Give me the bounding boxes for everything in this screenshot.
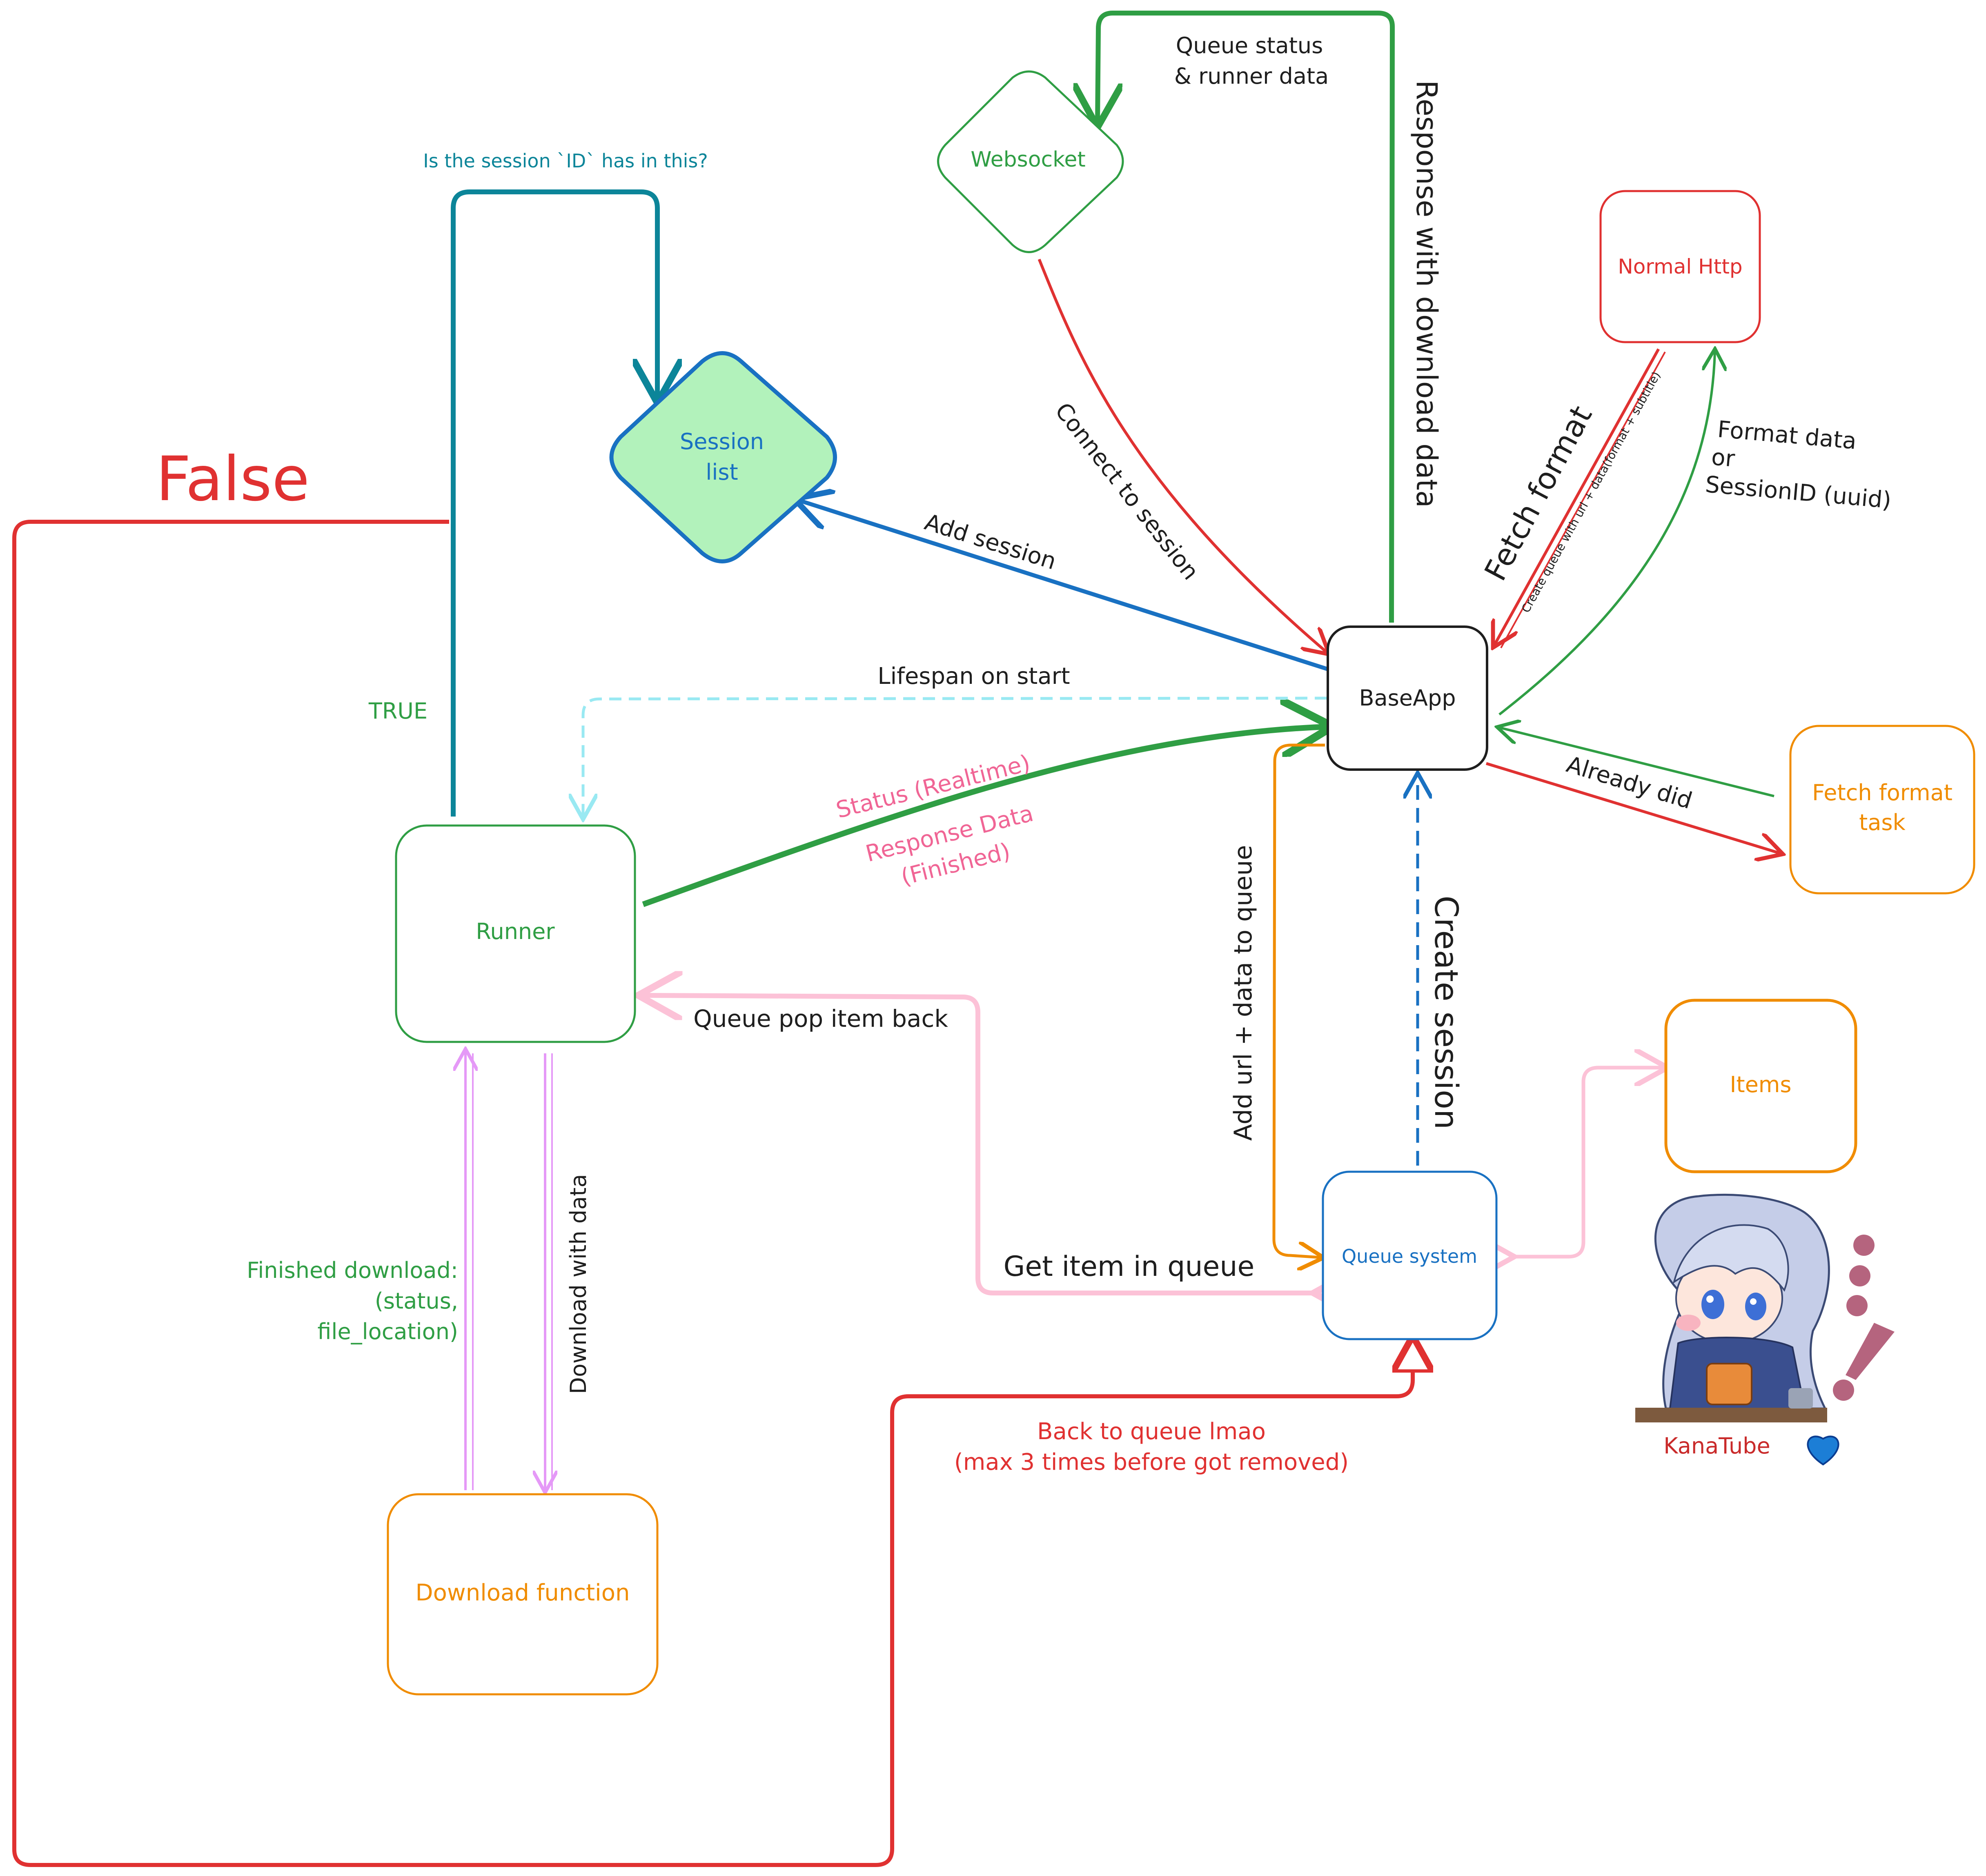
create-session-label: Create session [1427,896,1464,1130]
queue-system-label: Queue system [1342,1245,1477,1267]
queue-status-line1: Queue status [1176,33,1323,58]
baseapp-label: BaseApp [1359,685,1456,711]
back-to-queue-line2: (max 3 times before got removed) [954,1449,1349,1475]
add-url-label: Add url + data to queue [1229,845,1258,1141]
lifespan-label: Lifespan on start [877,663,1070,690]
fetch-format-arrow [1494,348,1660,645]
fetch-task-return-arrow [1499,728,1774,797]
format-data-line3: SessionID (uuid) [1704,471,1892,514]
response-download-label: Response with download data [1410,80,1443,508]
add-to-queue-arrow [1272,743,1325,1257]
finished-download-line2: (status, [375,1288,458,1314]
finished-download-line3: file_location) [317,1319,458,1344]
already-did-arrow [1485,762,1780,853]
fetch-format-arrow-shadow [1500,352,1666,648]
items-link-arrow [1511,1068,1664,1257]
true-label: TRUE [368,698,427,724]
blue-heart-icon [1807,1435,1839,1466]
websocket-node [937,70,1124,253]
back-to-queue-line1: Back to queue lmao [1037,1418,1266,1445]
fetch-format-task-node [1789,725,1975,895]
false-label: False [156,444,310,515]
baseapp-node [1327,625,1488,771]
mascot-illustration [1635,1193,1830,1422]
response-download-arrow [1098,11,1395,623]
get-item-label: Get item in queue [1004,1251,1255,1283]
queue-status-line2: & runner data [1174,63,1329,89]
download-function-node [387,1493,659,1696]
kanatube-label: KanaTube [1663,1433,1770,1459]
queue-system-node [1322,1171,1498,1340]
finished-download-line1: Finished download: [247,1257,458,1283]
is-session-label: Is the session `ID` has in this? [423,150,708,172]
runner-node [395,824,636,1043]
session-list-label-line1: Session [680,429,764,454]
queue-pop-arrow [643,995,1319,1293]
format-data-line1: Format data [1717,416,1858,454]
connect-session-label: Connect to session [1050,398,1204,585]
add-session-label: Add session [922,509,1060,575]
session-list-label-line2: list [706,459,738,485]
items-node [1664,999,1857,1173]
status-arrow [642,727,1327,907]
download-function-label: Download function [416,1580,630,1606]
runner-label: Runner [476,919,555,944]
add-session-arrow [798,500,1330,672]
format-data-arrow [1498,351,1715,716]
connect-session-arrow [1038,258,1327,652]
session-check-arrow [451,189,657,817]
lifespan-arrow [583,697,1327,817]
websocket-label: Websocket [971,147,1086,172]
fetch-format-label: Fetch format [1478,400,1599,586]
items-label: Items [1730,1072,1791,1097]
format-data-line2: or [1710,444,1737,472]
exclamation-mark-icon [1833,1235,1895,1401]
fetch-format-task-line1: Fetch format [1812,780,1953,806]
normal-http-label: Normal Http [1618,255,1742,278]
false-loop-arrow [12,520,1413,1867]
normal-http-node [1599,190,1761,343]
session-list-node [609,351,837,563]
download-with-data-label: Download with data [566,1174,591,1394]
fetch-format-task-line2: task [1859,810,1906,835]
queue-pop-label: Queue pop item back [693,1005,948,1033]
